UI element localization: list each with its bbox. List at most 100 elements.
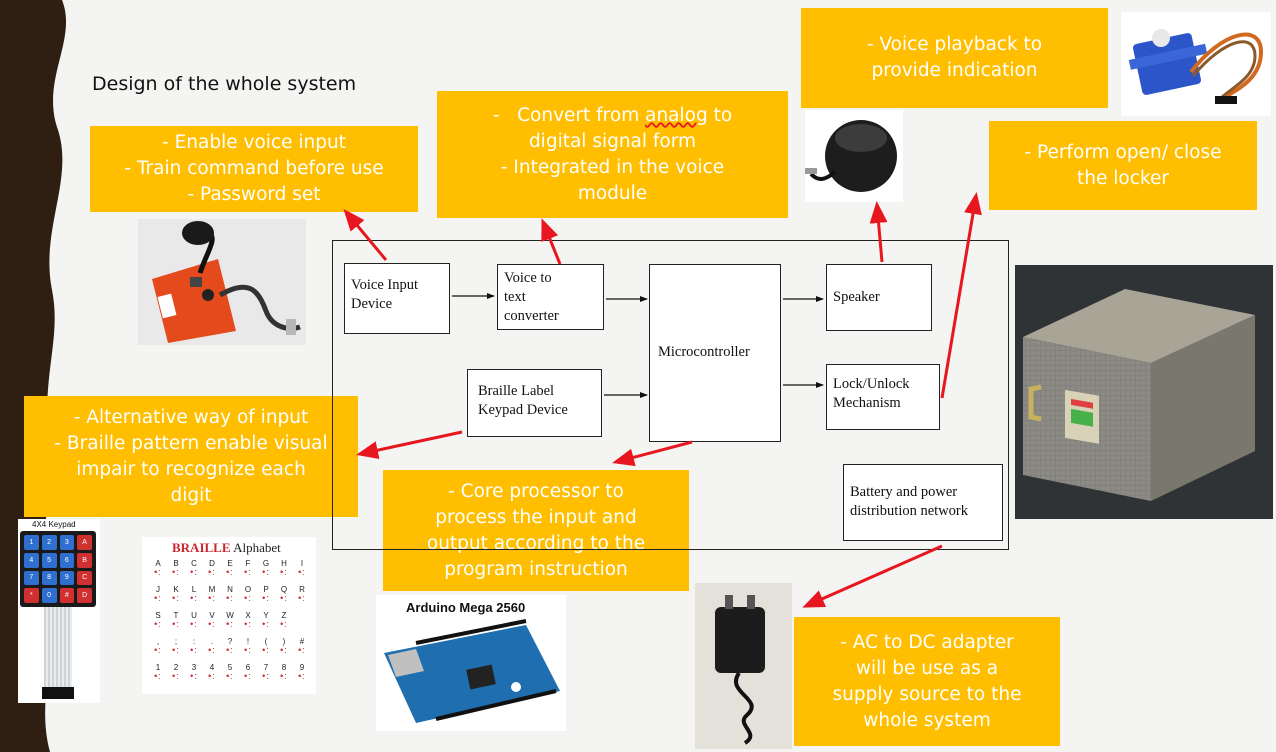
block-braille-keypad: Braille Label Keypad Device: [467, 369, 602, 437]
braille-letter: V: [209, 611, 215, 620]
block-line: Mechanism: [833, 395, 901, 411]
braille-dots: •:: [172, 619, 180, 629]
braille-dots: •:: [226, 671, 234, 681]
braille-dots: •:: [154, 593, 162, 603]
braille-cell: B•:: [168, 559, 184, 585]
braille-cell: G•:: [258, 559, 274, 585]
braille-letter: 4: [209, 663, 215, 672]
braille-cell: A•:: [150, 559, 166, 585]
callout-line: digital signal form: [528, 130, 697, 152]
callout-line: - AC to DC adapter: [840, 631, 1014, 653]
braille-letter: ): [282, 637, 286, 646]
red-arrow-adapter: [802, 544, 943, 608]
braille-letter: Q: [280, 585, 288, 594]
callout-converter: - Convert from analog to digital signal …: [437, 91, 788, 218]
block-line: Microcontroller: [658, 344, 750, 360]
braille-letter: D: [209, 559, 215, 568]
braille-cell: V•:: [204, 611, 220, 637]
red-arrow-processor: [612, 440, 693, 467]
ac-adapter-photo: [695, 583, 792, 749]
braille-dots: •:: [280, 593, 288, 603]
callout-line: - Integrated in the voice: [500, 156, 725, 178]
braille-dots: •:: [244, 645, 252, 655]
braille-dots: •:: [190, 593, 198, 603]
keypad-key: 3: [59, 535, 75, 550]
braille-letter: M: [208, 585, 216, 594]
braille-dots: •:: [172, 671, 180, 681]
braille-letter: 6: [245, 663, 251, 672]
braille-cell: 9•:: [294, 663, 310, 689]
keypad-ribbon-cable: [44, 607, 72, 689]
braille-dots: •:: [244, 619, 252, 629]
braille-cell: :•:: [186, 637, 202, 663]
braille-letter: ;: [174, 637, 178, 646]
block-line: Voice Input: [351, 277, 418, 293]
braille-cell: 6•:: [240, 663, 256, 689]
braille-dots: •:: [208, 645, 216, 655]
block-line: Battery and power: [850, 484, 958, 500]
braille-letter: A: [155, 559, 161, 568]
callout-line: - Perform open/ close: [1024, 141, 1222, 163]
keypad-key: C: [77, 570, 92, 586]
block-lock-mechanism: Lock/Unlock Mechanism: [826, 364, 940, 430]
braille-letter: B: [173, 559, 179, 568]
callout-adapter: - AC to DC adapter will be use as a supp…: [794, 617, 1060, 746]
arduino-title: Arduino Mega 2560: [406, 600, 526, 615]
braille-letter: 1: [155, 663, 161, 672]
braille-letter: .: [210, 637, 214, 646]
braille-dots: •:: [244, 593, 252, 603]
braille-dots: •:: [298, 645, 306, 655]
braille-dots: •:: [226, 645, 234, 655]
braille-rows: A•:B•:C•:D•:E•:F•:G•:H•:I•:J•:K•:L•:M•:N…: [150, 559, 310, 689]
callout-line-part: to: [707, 104, 733, 126]
block-line: Device: [351, 296, 393, 312]
braille-dots: •:: [154, 619, 162, 629]
keypad-key: 9: [59, 570, 75, 586]
braille-letter: F: [245, 559, 251, 568]
braille-cell: I•:: [294, 559, 310, 585]
braille-dots: •:: [172, 567, 180, 577]
callout-line-part: - Convert from: [492, 104, 646, 126]
block-line: Speaker: [833, 289, 880, 305]
keypad-key: A: [77, 535, 92, 550]
microphone-module-photo: [138, 219, 306, 345]
braille-letter: ,: [156, 637, 160, 646]
callout-line: supply source to the: [832, 683, 1022, 705]
braille-dots: •:: [262, 619, 270, 629]
braille-letter: P: [263, 585, 269, 594]
braille-letter: R: [299, 585, 305, 594]
servo-motor-photo: [1121, 12, 1271, 116]
callout-processor: - Core processor to process the input an…: [383, 470, 689, 591]
braille-letter: ?: [227, 637, 233, 646]
block-microcontroller: Microcontroller: [649, 264, 781, 442]
braille-dots: •:: [190, 645, 198, 655]
braille-letter: C: [191, 559, 197, 568]
braille-cell: #•:: [294, 637, 310, 663]
braille-cell: Y•:: [258, 611, 274, 637]
braille-letter: W: [226, 611, 234, 620]
callout-line: - Core processor to: [448, 480, 624, 502]
braille-dots: •:: [244, 567, 252, 577]
callout-word-analog: analog: [645, 104, 708, 126]
braille-cell: T•:: [168, 611, 184, 637]
braille-alphabet-chart: BRAILLE Alphabet A•:B•:C•:D•:E•:F•:G•:H•…: [142, 537, 316, 694]
keypad-key: 6: [59, 552, 75, 568]
callout-line: - Enable voice input: [162, 132, 346, 153]
block-line: distribution network: [850, 503, 969, 519]
callout-voice-input: - Enable voice input - Train command bef…: [90, 126, 418, 212]
braille-letter: N: [227, 585, 233, 594]
braille-letter: 7: [263, 663, 269, 672]
braille-letter: 2: [173, 663, 179, 672]
braille-dots: •:: [262, 671, 270, 681]
braille-cell: Z•:: [276, 611, 292, 637]
braille-dots: •:: [172, 593, 180, 603]
braille-dots: •:: [226, 619, 234, 629]
braille-letter: I: [300, 559, 304, 568]
keypad-key: 4: [24, 552, 39, 568]
braille-cell: E•:: [222, 559, 238, 585]
braille-cell: J•:: [150, 585, 166, 611]
braille-dots: •:: [172, 645, 180, 655]
braille-cell: H•:: [276, 559, 292, 585]
